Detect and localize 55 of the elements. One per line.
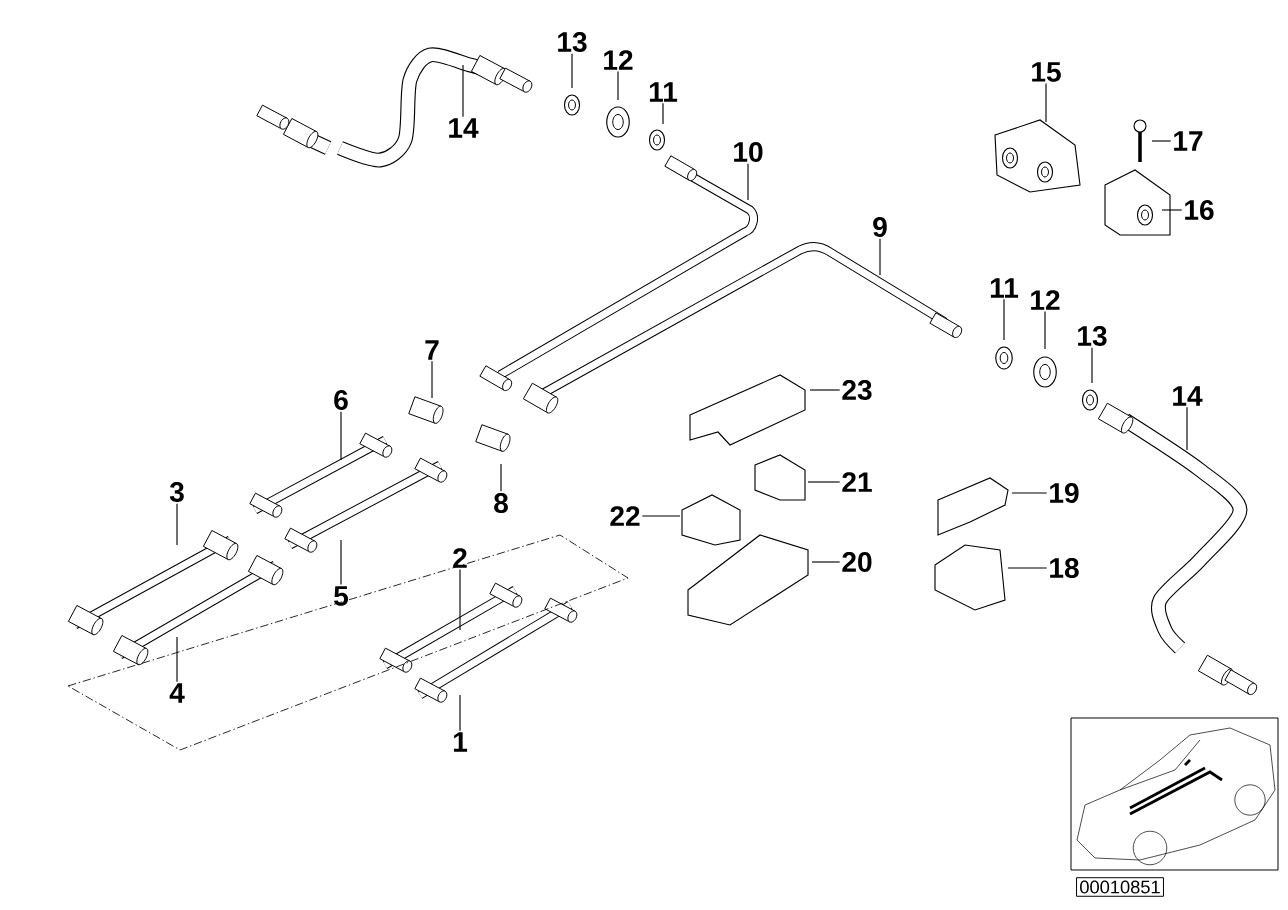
leader-line — [340, 411, 342, 461]
callout-number: 3 — [169, 482, 184, 502]
callout-number: 15 — [1032, 62, 1061, 82]
callout-number: 14 — [1173, 386, 1203, 406]
leader-line — [879, 238, 881, 276]
callout-number: 20 — [842, 552, 872, 572]
leader-line — [1091, 347, 1093, 384]
callout-number: 22 — [610, 506, 640, 526]
leader-line — [462, 64, 464, 118]
callout-number: 2 — [453, 548, 467, 568]
leader-line — [1151, 140, 1172, 142]
leader-line — [1045, 82, 1047, 123]
callout-number: 13 — [1078, 326, 1107, 346]
leader-line — [811, 561, 841, 563]
leader-line — [662, 102, 664, 125]
leader-line — [1186, 406, 1188, 451]
callout-number: 18 — [1050, 558, 1079, 578]
callout-number: 8 — [494, 493, 508, 513]
leader-line — [176, 503, 178, 546]
callout-number: 10 — [734, 142, 763, 162]
leader-line — [1044, 310, 1046, 350]
leader-line — [459, 694, 461, 732]
leader-line — [641, 515, 681, 517]
callout-number: 21 — [842, 472, 872, 492]
callout-number: 6 — [334, 390, 348, 410]
leader-line — [1007, 567, 1048, 569]
callout-number: 17 — [1174, 131, 1203, 151]
callout-number: 23 — [842, 380, 872, 400]
leader-line — [1011, 492, 1048, 494]
callout-number: 7 — [425, 340, 439, 360]
leader-line — [571, 53, 573, 89]
callout-number: 9 — [873, 217, 887, 237]
drawing-number: 00010851 — [1076, 877, 1164, 897]
leader-line — [1161, 209, 1183, 211]
callout-number: 5 — [334, 586, 349, 606]
leader-line — [1003, 298, 1005, 341]
callout-number: 4 — [169, 683, 185, 703]
callout-number: 12 — [604, 50, 633, 70]
leader-line — [340, 539, 342, 586]
leader-line — [809, 389, 841, 391]
callout-number: 1 — [453, 732, 468, 752]
leader-line — [747, 163, 749, 201]
leader-line — [459, 568, 461, 631]
callout-number: 14 — [449, 118, 479, 138]
callout-number: 13 — [558, 32, 587, 52]
leader-line — [500, 463, 502, 492]
callout-number: 12 — [1031, 290, 1060, 310]
callout-number: 11 — [649, 82, 678, 102]
leader-line — [617, 70, 619, 101]
callout-number: 19 — [1050, 483, 1079, 503]
callout-number: 16 — [1185, 200, 1214, 220]
callout-number: 11 — [990, 278, 1019, 298]
leader-line — [431, 360, 433, 399]
leader-line — [176, 636, 178, 683]
leader-line — [807, 481, 841, 483]
